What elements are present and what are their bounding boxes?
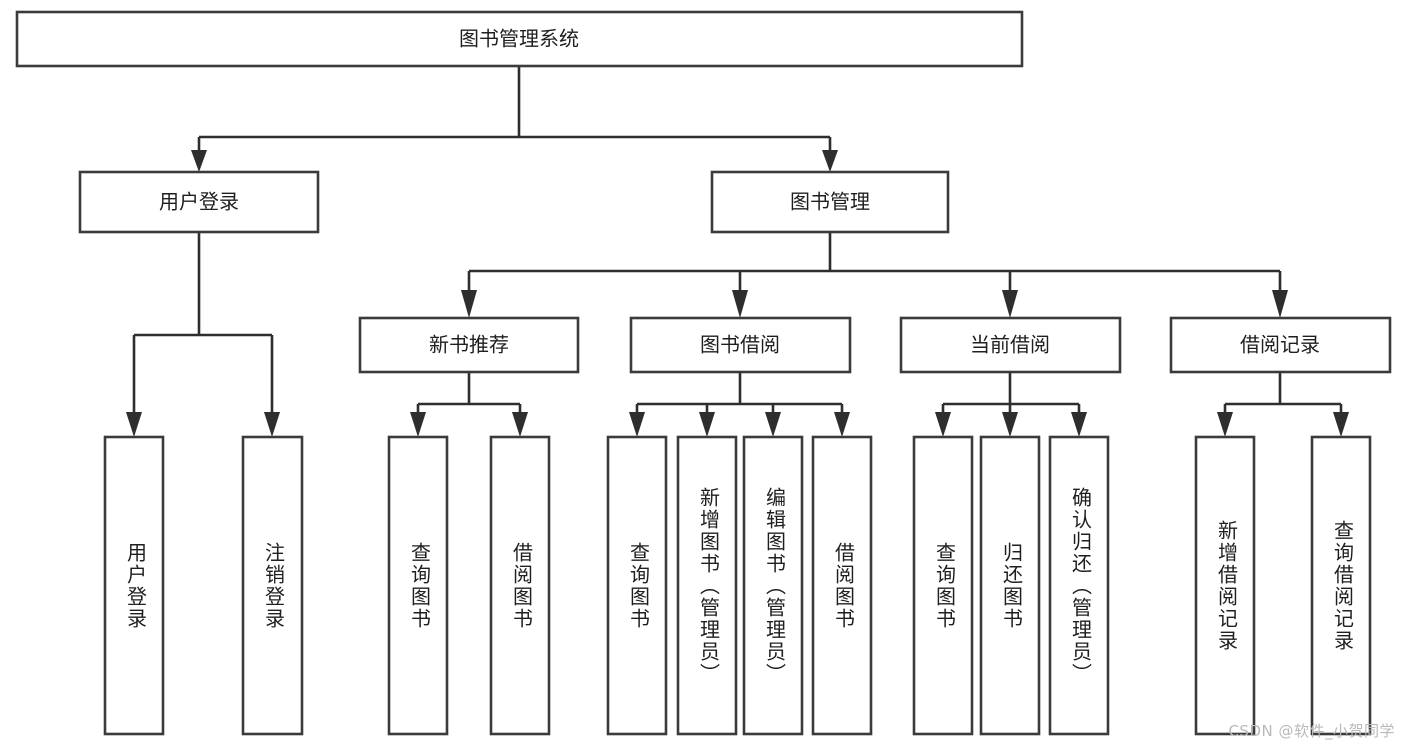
node-leaf-add-book-admin[interactable]: 新增图书（管理员） — [676, 435, 738, 736]
node-leaf-borrow-book-1-box[interactable] — [489, 435, 551, 736]
node-book-borrow-label: 图书借阅 — [700, 333, 780, 357]
node-user-login-box[interactable] — [78, 170, 320, 234]
node-leaf-add-book-admin-label: 新增图书（管理员） — [697, 487, 721, 685]
arrowhead-lf-4 — [629, 412, 645, 437]
node-leaf-add-borrow-record[interactable]: 新增借阅记录 — [1194, 435, 1256, 736]
node-leaf-confirm-return-admin[interactable]: 确认归还（管理员） — [1048, 435, 1110, 736]
arrowhead-lf-0 — [126, 412, 142, 437]
node-leaf-query-book-2[interactable]: 查询图书 — [606, 435, 668, 736]
node-leaf-borrow-book-2[interactable]: 借阅图书 — [811, 435, 873, 736]
node-leaf-user-login-box[interactable] — [103, 435, 165, 736]
node-leaf-return-book-label: 归还图书 — [1000, 542, 1024, 630]
node-borrow-record[interactable]: 借阅记录 — [1169, 316, 1392, 374]
node-leaf-return-book[interactable]: 归还图书 — [979, 435, 1041, 736]
node-borrow-record-box[interactable] — [1169, 316, 1392, 374]
node-user-login[interactable]: 用户登录 — [78, 170, 320, 234]
node-leaf-query-borrow-record-label: 查询借阅记录 — [1331, 520, 1355, 652]
node-book-management[interactable]: 图书管理 — [710, 170, 950, 234]
node-leaf-confirm-return-admin-box[interactable] — [1048, 435, 1110, 736]
node-leaf-query-borrow-record[interactable]: 查询借阅记录 — [1310, 435, 1372, 736]
node-leaf-user-login[interactable]: 用户登录 — [103, 435, 165, 736]
node-leaf-query-book-2-label: 查询图书 — [627, 542, 651, 630]
node-leaf-borrow-book-1[interactable]: 借阅图书 — [489, 435, 551, 736]
node-leaf-logout-label: 注销登录 — [262, 542, 286, 630]
node-book-management-label: 图书管理 — [790, 190, 870, 214]
arrowhead-l2-1 — [732, 290, 748, 318]
node-leaf-borrow-book-2-box[interactable] — [811, 435, 873, 736]
arrowhead-l1-0 — [191, 150, 207, 172]
node-leaf-query-book-3-box[interactable] — [912, 435, 974, 736]
node-root-label: 图书管理系统 — [459, 27, 579, 51]
node-leaf-add-borrow-record-box[interactable] — [1194, 435, 1256, 736]
node-leaf-logout-box[interactable] — [241, 435, 304, 736]
node-new-book-recommend[interactable]: 新书推荐 — [358, 316, 580, 374]
node-borrow-record-label: 借阅记录 — [1240, 333, 1320, 357]
node-book-management-box[interactable] — [710, 170, 950, 234]
node-root-box[interactable] — [15, 10, 1024, 68]
node-leaf-query-book-1-label: 查询图书 — [408, 542, 432, 630]
node-leaf-edit-book-admin-box[interactable] — [742, 435, 804, 736]
arrowhead-lf-1 — [264, 412, 280, 437]
node-current-borrow[interactable]: 当前借阅 — [899, 316, 1122, 374]
arrowhead-lf-5 — [699, 412, 715, 437]
node-root[interactable]: 图书管理系统 — [15, 10, 1024, 68]
node-leaf-add-book-admin-box[interactable] — [676, 435, 738, 736]
node-leaf-edit-book-admin[interactable]: 编辑图书（管理员） — [742, 435, 804, 736]
arrowhead-lf-3 — [512, 412, 528, 437]
node-leaf-confirm-return-admin-label: 确认归还（管理员） — [1069, 487, 1093, 685]
edge-layer — [126, 66, 1349, 437]
node-leaf-return-book-box[interactable] — [979, 435, 1041, 736]
arrowhead-lf-2 — [410, 412, 426, 437]
arrowhead-lf-8 — [935, 412, 951, 437]
arrowhead-l2-0 — [461, 290, 477, 318]
node-new-book-recommend-box[interactable] — [358, 316, 580, 374]
node-user-login-label: 用户登录 — [159, 190, 239, 214]
node-leaf-query-book-3-label: 查询图书 — [933, 542, 957, 630]
arrowhead-lf-9 — [1002, 412, 1018, 437]
arrowhead-lf-6 — [765, 412, 781, 437]
node-leaf-query-book-3[interactable]: 查询图书 — [912, 435, 974, 736]
arrowhead-lf-11 — [1217, 412, 1233, 437]
node-leaf-query-book-1-box[interactable] — [387, 435, 449, 736]
node-leaf-query-book-2-box[interactable] — [606, 435, 668, 736]
node-leaf-user-login-label: 用户登录 — [124, 542, 148, 630]
arrowhead-lf-12 — [1333, 412, 1349, 437]
node-leaf-query-book-1[interactable]: 查询图书 — [387, 435, 449, 736]
node-current-borrow-box[interactable] — [899, 316, 1122, 374]
arrowhead-l2-2 — [1002, 290, 1018, 318]
arrowhead-lf-10 — [1071, 412, 1087, 437]
node-new-book-recommend-label: 新书推荐 — [429, 333, 509, 357]
node-leaf-add-borrow-record-label: 新增借阅记录 — [1215, 520, 1239, 652]
node-book-borrow-box[interactable] — [629, 316, 852, 374]
node-leaf-edit-book-admin-label: 编辑图书（管理员） — [763, 487, 787, 685]
node-leaf-query-borrow-record-box[interactable] — [1310, 435, 1372, 736]
node-leaf-borrow-book-1-label: 借阅图书 — [510, 542, 534, 630]
node-book-borrow[interactable]: 图书借阅 — [629, 316, 852, 374]
arrowhead-l2-3 — [1272, 290, 1288, 318]
node-current-borrow-label: 当前借阅 — [970, 333, 1050, 357]
node-leaf-logout[interactable]: 注销登录 — [241, 435, 304, 736]
arrowhead-lf-7 — [834, 412, 850, 437]
node-leaf-borrow-book-2-label: 借阅图书 — [832, 542, 856, 630]
arrowhead-l1-1 — [822, 150, 838, 172]
